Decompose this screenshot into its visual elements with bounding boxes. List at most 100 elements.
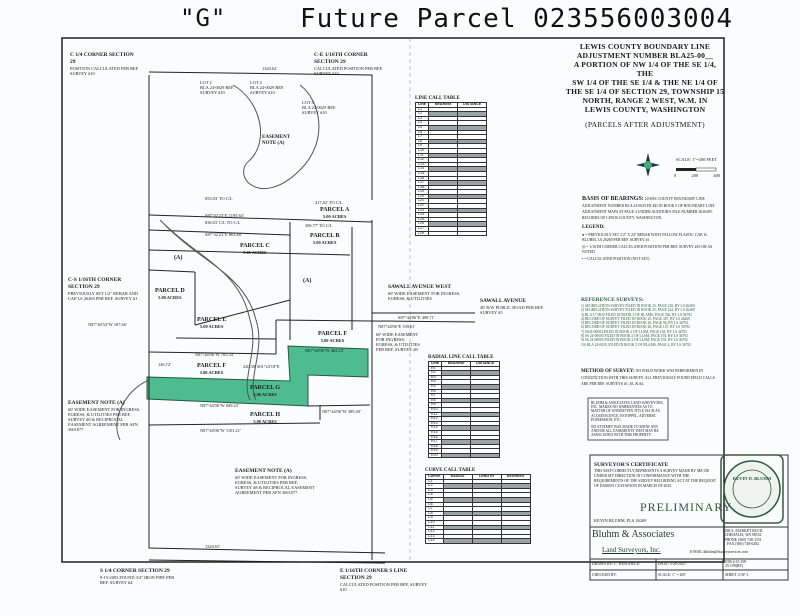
surveyor-seal bbox=[723, 460, 781, 518]
dim-top: 1320.62' bbox=[262, 66, 278, 71]
dim-north-c: 853.03' TO C/L bbox=[205, 196, 233, 201]
scale-info: SCALE: 1" = 200' bbox=[658, 573, 686, 577]
handwritten-title: Future Parcel 023556003004 bbox=[300, 4, 733, 34]
reference-survey-item: 4) RECORD OF SURVEY FILED IN BOOK 25, PA… bbox=[581, 316, 690, 321]
surveyor-signer: KEVIN BLUHM, PLS 26269 bbox=[594, 518, 647, 523]
sheet-number: SHEET 2 OF 3 bbox=[725, 573, 749, 577]
table-cell bbox=[470, 452, 501, 459]
easement-note-a-left: EASEMENT NOTE (A)60' WIDE EASEMENT FOR I… bbox=[68, 400, 141, 432]
table-cell bbox=[457, 230, 488, 237]
easement-marker-a: (A) bbox=[174, 255, 183, 261]
seal-text: KEVIN D. BLUHM bbox=[732, 476, 772, 481]
parcel-boundaries bbox=[116, 71, 476, 564]
checked-by: CHECKED BY: bbox=[592, 573, 617, 577]
reference-survey-item: 10) BLA 24-0029, FILED IN BOOK 5 OF BLAM… bbox=[581, 342, 691, 347]
dim-bearing-2: S87°32'23"E 863.48' bbox=[205, 232, 242, 237]
reference-survey-item: 1) SEGREGATION SURVEY FILED IN BOOK 25, … bbox=[581, 304, 695, 308]
map-frame bbox=[61, 37, 725, 563]
dim-w-ref: N87°26'54"W 107.66' bbox=[88, 322, 127, 327]
disclaimer: BLUHM & ASSOCIATES LAND SURVEYORS, INC. … bbox=[591, 401, 664, 438]
dim-s-line: 1320.65' bbox=[205, 544, 221, 549]
reference-survey-item: 8) SS 24-00005 FILED IN BOOK 2 OF LLSM, … bbox=[581, 334, 688, 339]
table-cell bbox=[442, 538, 473, 544]
legend: LEGEND: ● = PREVIOUSLY SET 1/2" X 24" RE… bbox=[582, 225, 713, 261]
dim-bearing-1: S87°32'23"E 1195.64' bbox=[205, 213, 244, 218]
dim-f-line: N87°44'06"W 785.34' bbox=[195, 352, 234, 357]
easement-note-a-bottom: EASEMENT NOTE (A)60' WIDE EASEMENT FOR I… bbox=[235, 468, 315, 495]
table-row: C14 bbox=[425, 538, 531, 544]
parcel-g-highlight bbox=[146, 345, 369, 407]
north-arrow-icon bbox=[636, 153, 660, 177]
reference-surveys: REFERENCE SURVEYS: 1) SEGREGATION SURVEY… bbox=[581, 297, 721, 347]
basis-of-bearings: BASIS OF BEARINGS: LEWIS COUNTY BOUNDARY… bbox=[582, 196, 715, 220]
dim-g-line: N87°44'06"W 849.22' bbox=[200, 403, 239, 408]
company-subname: Land Surveyors, Inc. bbox=[602, 546, 661, 554]
dim-h-line: N87°44'06"W 1101.21' bbox=[200, 428, 241, 433]
table-row: L28 bbox=[414, 230, 488, 237]
row-id: C14 bbox=[425, 538, 444, 544]
drawn-by: DRAWN BY: C. WINGFIELD bbox=[592, 562, 640, 566]
table-cell bbox=[500, 538, 531, 544]
scale-label: SCALE: 1"=200 FEET bbox=[676, 157, 717, 162]
reference-survey-item: 5) RECORD OF SURVEY FILED IN BOOK 26, PA… bbox=[581, 321, 689, 326]
dim-h-r: N87°44'06"W 389.40' bbox=[322, 409, 361, 414]
table-cell bbox=[428, 230, 459, 237]
method-of-survey: METHOD OF SURVEY: NO FIELD WORK WAS PERF… bbox=[581, 369, 715, 386]
table-cell bbox=[471, 538, 502, 544]
company-email: E-MAIL:kbluhm@bsurveyservices.com bbox=[690, 550, 748, 554]
disclaimer-box bbox=[587, 397, 669, 441]
dim-parcel-b: 306.77' TO C/L bbox=[305, 223, 333, 228]
dim-e-line: N87°44'06"E 539.61' bbox=[378, 324, 416, 329]
date: DATE: 5-28-2025 bbox=[658, 562, 686, 566]
reference-survey-item: 3) BLA 17-0020 FILED IN BOOK 3 OF BLAMS,… bbox=[581, 312, 692, 317]
preliminary-stamp: PRELIMINARY bbox=[640, 500, 733, 514]
easement-marker-a: (A) bbox=[303, 278, 312, 284]
dim-sawall: S87°44'06"E 408.71' bbox=[398, 315, 435, 320]
table-row: R8 bbox=[427, 397, 501, 404]
row-id: R20 bbox=[427, 452, 443, 459]
certificate-box bbox=[589, 454, 789, 581]
ingress-easement-note: 60' WIDE EASEMENT FOR INGRESS, EGRESS, &… bbox=[376, 332, 420, 352]
handwritten-parcel-tag: "G" bbox=[180, 4, 227, 32]
company-name: Bluhm & Associates bbox=[592, 529, 675, 540]
table-row: L23 bbox=[414, 207, 488, 214]
row-id: L28 bbox=[414, 230, 430, 237]
reference-survey-item: 6) RECORD OF SURVEY FILED IN BOOK 26, PA… bbox=[581, 325, 690, 330]
easement-note-top: EASEMENT NOTE (A) bbox=[262, 135, 290, 146]
scale-bar-graphic bbox=[676, 167, 717, 172]
table-row: R20 bbox=[427, 452, 501, 459]
dim-g-top: N87°44'06"W 463.23' bbox=[305, 348, 344, 353]
dim-north-ca: 417.62' TO C/L bbox=[315, 200, 343, 205]
dim-f2: 220.39' S01°24'18"E bbox=[243, 364, 280, 369]
surveyor-certificate: SURVEYOR'S CERTIFICATE THIS MAP CORRECTL… bbox=[594, 462, 716, 488]
dim-f: 146.72' bbox=[158, 362, 171, 367]
reference-survey-item: 9) SS 24-00005 FILED IN BOOK 2 OF LLSM, … bbox=[581, 338, 688, 343]
reference-survey-item: 7) SS24-00004 FILED IN BOOK 2 OF LLSM, P… bbox=[581, 329, 687, 334]
dim-bearing-1b: 838.63' C/L TO C/L bbox=[205, 220, 241, 225]
table-cell bbox=[441, 452, 472, 459]
